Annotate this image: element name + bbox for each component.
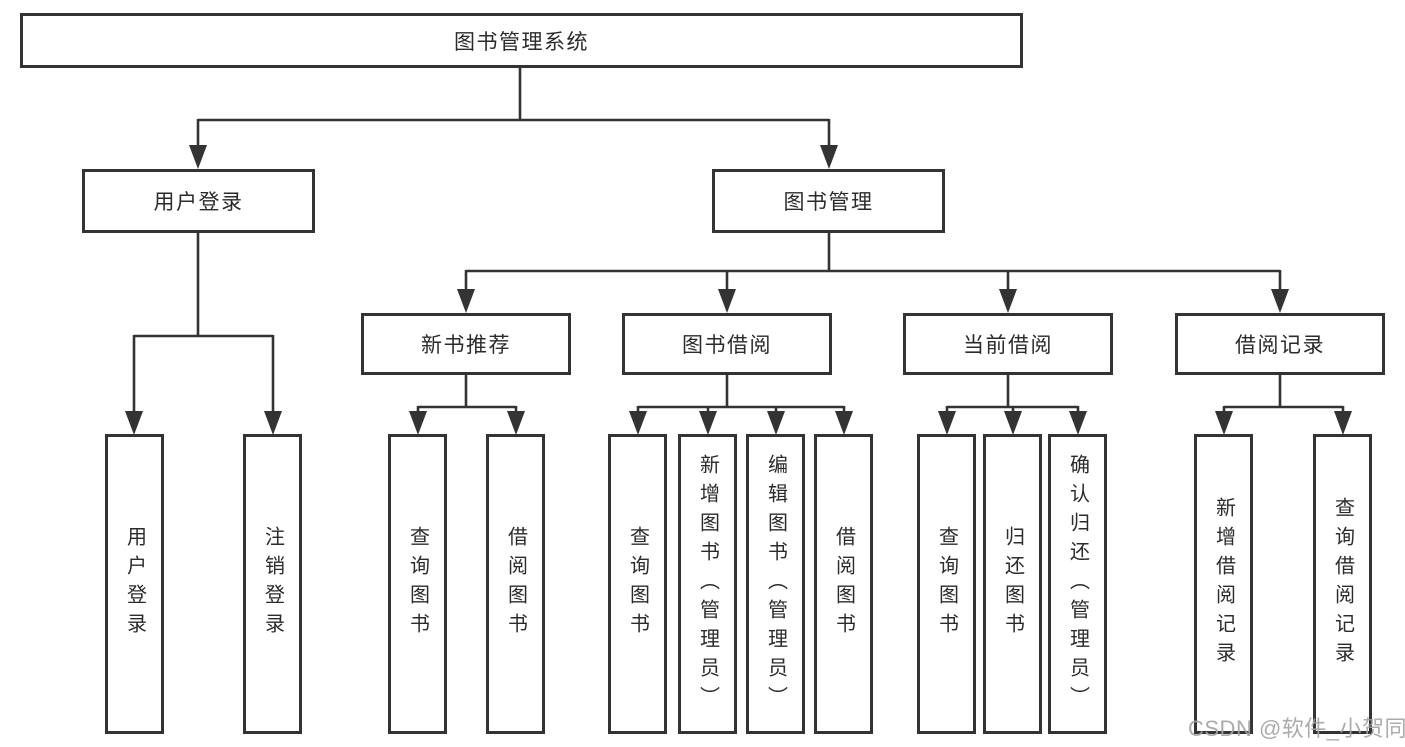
leaf-user-login-label: 用户登录 bbox=[123, 526, 146, 642]
leaf-return-books: 归还图书 bbox=[983, 434, 1042, 734]
leaf-add-borrow-record-label: 新增借阅记录 bbox=[1212, 497, 1235, 671]
node-user-login-group: 用户登录 bbox=[82, 169, 315, 233]
node-book-management: 图书管理 bbox=[712, 169, 945, 233]
leaf-logout-label: 注销登录 bbox=[261, 526, 284, 642]
leaf-borrow-books-newbook-label: 借阅图书 bbox=[504, 526, 527, 642]
leaf-user-login: 用户登录 bbox=[105, 434, 164, 734]
leaf-confirm-return-admin-label: 确认归还（管理员） bbox=[1066, 453, 1089, 715]
leaf-borrow-books-borrowing: 借阅图书 bbox=[814, 434, 873, 734]
leaf-add-books-admin: 新增图书（管理员） bbox=[678, 434, 737, 734]
node-new-book-recommend: 新书推荐 bbox=[361, 313, 571, 375]
leaf-query-borrow-record: 查询借阅记录 bbox=[1313, 434, 1372, 734]
leaf-query-books-current: 查询图书 bbox=[917, 434, 976, 734]
node-book-management-system: 图书管理系统 bbox=[20, 13, 1023, 68]
leaf-query-books-borrowing: 查询图书 bbox=[608, 434, 667, 734]
leaf-edit-books-admin-label: 编辑图书（管理员） bbox=[764, 453, 787, 715]
leaf-borrow-books-borrowing-label: 借阅图书 bbox=[832, 526, 855, 642]
leaf-add-borrow-record: 新增借阅记录 bbox=[1194, 434, 1253, 734]
leaf-edit-books-admin: 编辑图书（管理员） bbox=[746, 434, 805, 734]
leaf-query-books-current-label: 查询图书 bbox=[935, 526, 958, 642]
node-borrowing-records: 借阅记录 bbox=[1175, 313, 1385, 375]
node-current-borrowing: 当前借阅 bbox=[903, 313, 1113, 375]
leaf-query-books-newbook: 查询图书 bbox=[388, 434, 447, 734]
leaf-logout: 注销登录 bbox=[243, 434, 302, 734]
node-book-borrowing: 图书借阅 bbox=[622, 313, 832, 375]
leaf-query-borrow-record-label: 查询借阅记录 bbox=[1331, 497, 1354, 671]
leaf-query-books-borrowing-label: 查询图书 bbox=[626, 526, 649, 642]
leaf-query-books-newbook-label: 查询图书 bbox=[406, 526, 429, 642]
leaf-add-books-admin-label: 新增图书（管理员） bbox=[696, 453, 719, 715]
leaf-return-books-label: 归还图书 bbox=[1001, 526, 1024, 642]
leaf-borrow-books-newbook: 借阅图书 bbox=[486, 434, 545, 734]
leaf-confirm-return-admin: 确认归还（管理员） bbox=[1048, 434, 1107, 734]
csdn-watermark: CSDN @软件_小贺同学 bbox=[1188, 716, 1405, 741]
